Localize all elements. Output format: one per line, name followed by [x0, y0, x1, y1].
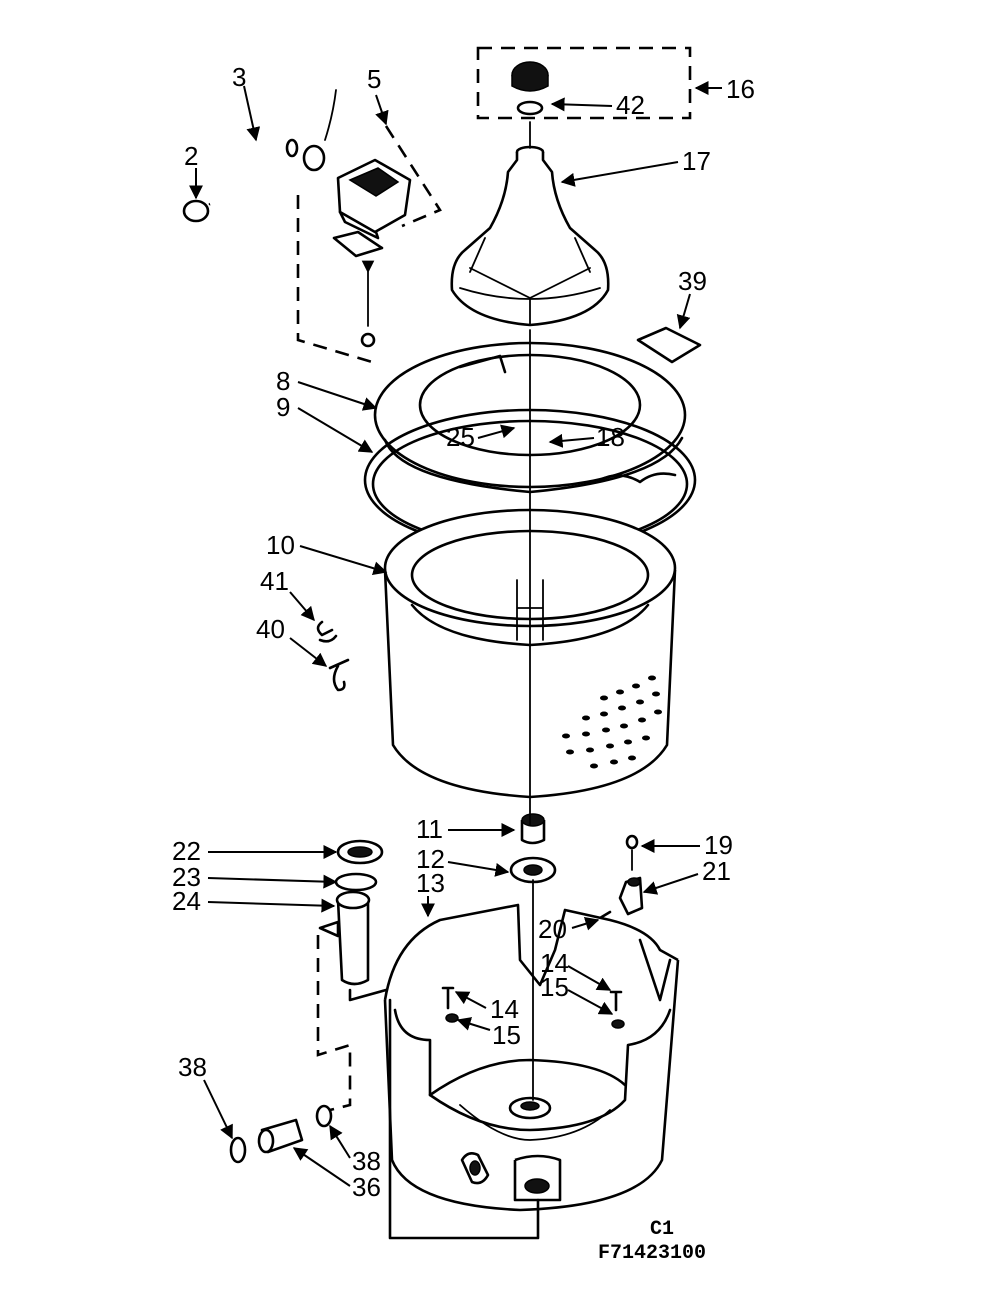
- callout-11: 11: [416, 814, 443, 844]
- routing-lines: [316, 121, 540, 1240]
- callout-13: 13: [416, 868, 445, 898]
- diagram-footer: C1 F71423100: [598, 1218, 706, 1265]
- callout-14-right: 14: [540, 948, 569, 978]
- part-40-clip: [328, 658, 350, 692]
- callout-36: 36: [352, 1172, 381, 1202]
- callout-25: 25: [446, 422, 475, 452]
- callout-19: 19: [704, 830, 733, 860]
- callout-42: 42: [616, 90, 645, 120]
- part-code: F71423100: [598, 1242, 706, 1265]
- callout-39: 39: [678, 266, 707, 296]
- basket-perforations: [562, 675, 662, 769]
- part-39-plate: [636, 326, 702, 364]
- callout-21: 21: [702, 856, 731, 886]
- part-38-clamp-left: [229, 1136, 247, 1164]
- part-41-clip: [316, 620, 338, 643]
- part-3-hose: [208, 130, 299, 206]
- part-13-outer-tub: [383, 903, 680, 1212]
- part-5-valve-assembly: [296, 125, 442, 364]
- hose-clamp-right: [302, 89, 337, 172]
- callout-9: 9: [276, 392, 290, 422]
- callout-18: 18: [596, 422, 625, 452]
- callout-14-left: 14: [490, 994, 519, 1024]
- section-label: C1: [650, 1218, 674, 1241]
- part-21-fitting: [618, 876, 644, 916]
- part-16-cap-assembly: [476, 46, 692, 120]
- part-15-washer-right: [611, 1019, 625, 1029]
- callout-5: 5: [367, 64, 381, 94]
- callout-38-right: 38: [352, 1146, 381, 1176]
- part-17-agitator: [450, 145, 610, 327]
- part-38-clamp-right: [315, 1104, 333, 1128]
- part-14-screw-right: [609, 990, 623, 1012]
- callout-41: 41: [260, 566, 289, 596]
- callout-16: 16: [726, 74, 755, 104]
- callout-17: 17: [682, 146, 711, 176]
- part-14-screw-left: [441, 986, 455, 1010]
- callout-22: 22: [172, 836, 201, 866]
- part-24-tube: [318, 890, 371, 986]
- callout-23: 23: [172, 862, 201, 892]
- callout-labels: 3 2 5 16 42 17 39 8 9 25 18 10 41 40 11 …: [172, 62, 755, 1202]
- callout-2: 2: [184, 141, 198, 171]
- part-36-hose: [257, 1118, 304, 1154]
- part-15-washer-left: [445, 1013, 459, 1023]
- callout-20: 20: [538, 914, 567, 944]
- part-11-bearing: [520, 813, 546, 845]
- callout-38-left: 38: [178, 1052, 207, 1082]
- callout-24: 24: [172, 886, 201, 916]
- callout-40: 40: [256, 614, 285, 644]
- callout-10: 10: [266, 530, 295, 560]
- callout-15-right: 15: [540, 972, 569, 1002]
- part-19-screw: [625, 834, 639, 871]
- callout-15-left: 15: [492, 1020, 521, 1050]
- leader-lines: [189, 81, 722, 1187]
- part-12-washer: [509, 856, 557, 884]
- callout-3: 3: [232, 62, 246, 92]
- part-2-clamp: [182, 199, 210, 223]
- part-22-cap: [336, 839, 384, 865]
- callout-12: 12: [416, 844, 445, 874]
- part-23-seal: [334, 872, 378, 892]
- callout-8: 8: [276, 366, 290, 396]
